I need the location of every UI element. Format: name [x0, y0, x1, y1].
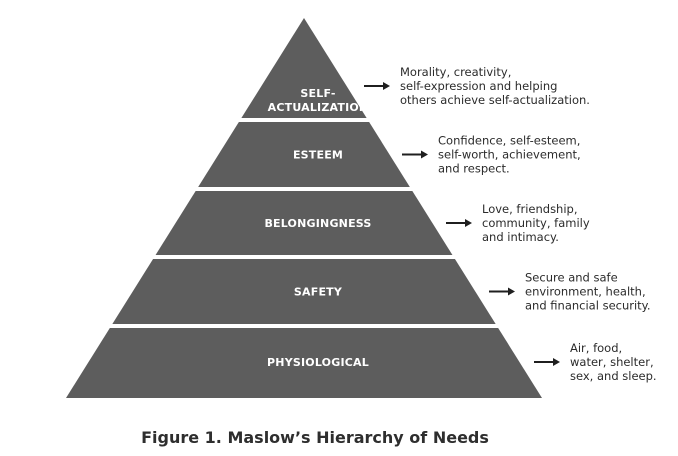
pyramid-tiers: [66, 18, 542, 398]
tier-label-line: ESTEEM: [293, 149, 343, 162]
tier-description-line: Love, friendship,: [482, 202, 578, 216]
pyramid-tier-2: [198, 122, 410, 187]
pyramid-tier-1: [241, 18, 367, 118]
tier-description-line: community, family: [482, 216, 590, 230]
tier-description-line: Confidence, self-esteem,: [438, 134, 580, 148]
pyramid-tier-4: [112, 259, 496, 324]
arrow-right-icon: [508, 287, 515, 296]
description-arrows: [364, 82, 560, 366]
arrow-right-icon: [553, 358, 560, 366]
tier-description-line: sex, and sleep.: [570, 369, 657, 383]
tier-description-line: others achieve self-actualization.: [400, 93, 590, 107]
tier-description-line: self-worth, achievement,: [438, 148, 581, 162]
figure-caption: Figure 1. Maslow’s Hierarchy of Needs: [141, 428, 489, 447]
tier-label-line: PHYSIOLOGICAL: [267, 356, 369, 369]
tier-label-line: SELF-: [300, 87, 335, 100]
arrow-right-icon: [383, 82, 390, 90]
tier-description-line: and respect.: [438, 162, 510, 176]
tier-description-line: environment, health,: [525, 285, 646, 299]
tier-description-line: Air, food,: [570, 341, 622, 355]
tier-label-line: BELONGINGNESS: [264, 217, 371, 230]
pyramid-tier-3: [155, 191, 453, 255]
tier-description-line: and financial security.: [525, 299, 651, 313]
arrow-right-icon: [465, 219, 472, 227]
pyramid-tier-labels: SELF-ACTUALIZATION ESTEEM BELONGINGNESS SAF…: [264, 87, 371, 369]
tier-descriptions: Morality, creativity,self-expression and…: [400, 65, 657, 383]
tier-label-line: ACTUALIZATION: [268, 101, 369, 114]
tier-description-line: water, shelter,: [570, 355, 654, 369]
tier-description-line: self-expression and helping: [400, 79, 557, 93]
pyramid-tier-5: [66, 328, 542, 398]
tier-label-line: SAFETY: [294, 286, 343, 299]
tier-description-line: and intimacy.: [482, 230, 559, 244]
tier-description-line: Secure and safe: [525, 271, 618, 285]
tier-description-line: Morality, creativity,: [400, 65, 511, 79]
arrow-right-icon: [421, 150, 428, 159]
